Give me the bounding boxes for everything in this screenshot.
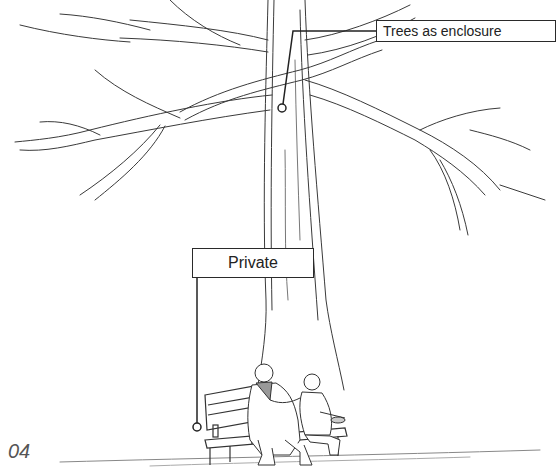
figure-number: 04 [8,440,30,463]
callout-box: Private [192,248,314,278]
leader-line [283,31,376,104]
leader-line [196,278,198,423]
callout-text: Private [228,254,278,272]
leader-dot [278,104,286,112]
leader-dot [193,423,201,431]
callout-text: Trees as enclosure [383,23,502,39]
callout-box: Trees as enclosure [376,20,556,42]
